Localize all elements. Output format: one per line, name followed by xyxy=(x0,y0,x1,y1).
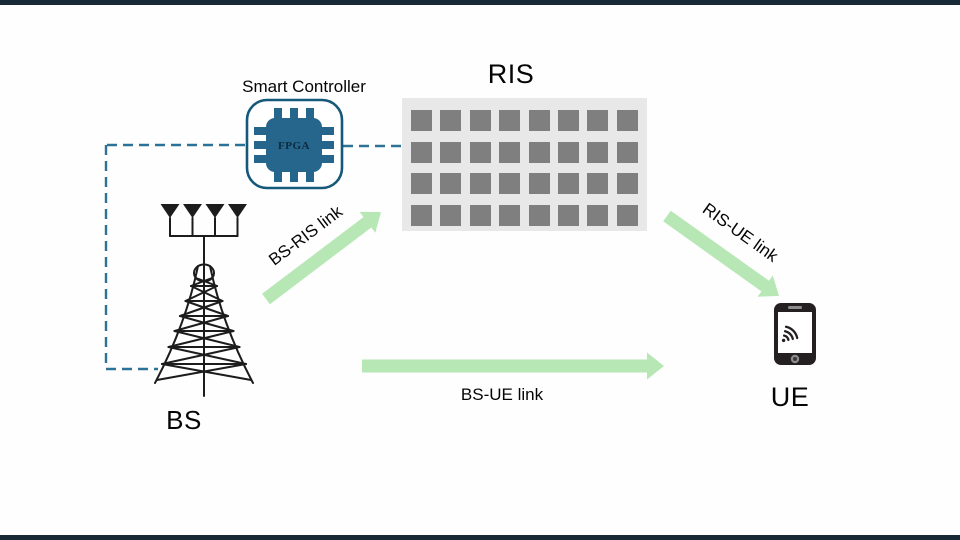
ris-element xyxy=(616,110,638,131)
bs-label: BS xyxy=(166,405,202,435)
base-station-icon xyxy=(154,204,254,397)
smart-controller: FPGA xyxy=(245,98,344,190)
ris-element xyxy=(440,173,462,195)
ris-element xyxy=(411,141,432,163)
bs-ris-arrow xyxy=(262,211,381,305)
fpga-chip-label: FPGA xyxy=(278,140,310,152)
wifi-icon xyxy=(781,325,799,343)
ris-element xyxy=(557,204,579,226)
ris-element xyxy=(469,141,491,163)
ris-label: RIS xyxy=(487,59,535,89)
ris-panel xyxy=(402,98,647,231)
ris-element xyxy=(557,110,579,131)
smart-controller-label: Smart Controller xyxy=(242,77,366,96)
ris-element xyxy=(499,110,521,131)
ris-element xyxy=(557,173,579,195)
ris-element xyxy=(440,204,462,226)
ris-element xyxy=(411,204,432,226)
ris-element xyxy=(587,141,609,163)
ris-element xyxy=(469,173,491,195)
ris-element xyxy=(528,204,550,226)
ris-element xyxy=(411,173,432,195)
ris-element xyxy=(587,110,609,131)
ris-element xyxy=(499,141,521,163)
ris-element xyxy=(440,110,462,131)
link-arrows xyxy=(262,210,779,380)
bs-ue-link-label: BS-UE link xyxy=(460,385,544,404)
ris-element xyxy=(557,141,579,163)
ris-ue-arrow xyxy=(663,210,779,297)
ris-element xyxy=(616,173,638,195)
ris-element xyxy=(411,110,432,131)
ris-element xyxy=(469,204,491,226)
bottom-frame-bar xyxy=(0,535,960,540)
top-frame-bar xyxy=(0,0,960,5)
ris-element xyxy=(528,173,550,195)
ris-element xyxy=(440,141,462,163)
ue-label: UE xyxy=(770,382,810,412)
ue-phone-icon xyxy=(774,303,816,365)
ris-element xyxy=(587,173,609,195)
ris-element xyxy=(616,141,638,163)
ris-element xyxy=(528,141,550,163)
ris-element xyxy=(616,204,638,226)
ris-element xyxy=(587,204,609,226)
ris-element xyxy=(499,173,521,195)
antenna-array xyxy=(160,204,247,218)
ris-grid xyxy=(411,110,638,226)
fpga-chip-icon xyxy=(254,108,334,182)
ris-element xyxy=(528,110,550,131)
ris-element xyxy=(499,204,521,226)
control-link-lines xyxy=(104,143,401,371)
phone-speaker xyxy=(788,306,802,309)
ris-element xyxy=(469,110,491,131)
bs-ue-arrow xyxy=(362,352,664,380)
